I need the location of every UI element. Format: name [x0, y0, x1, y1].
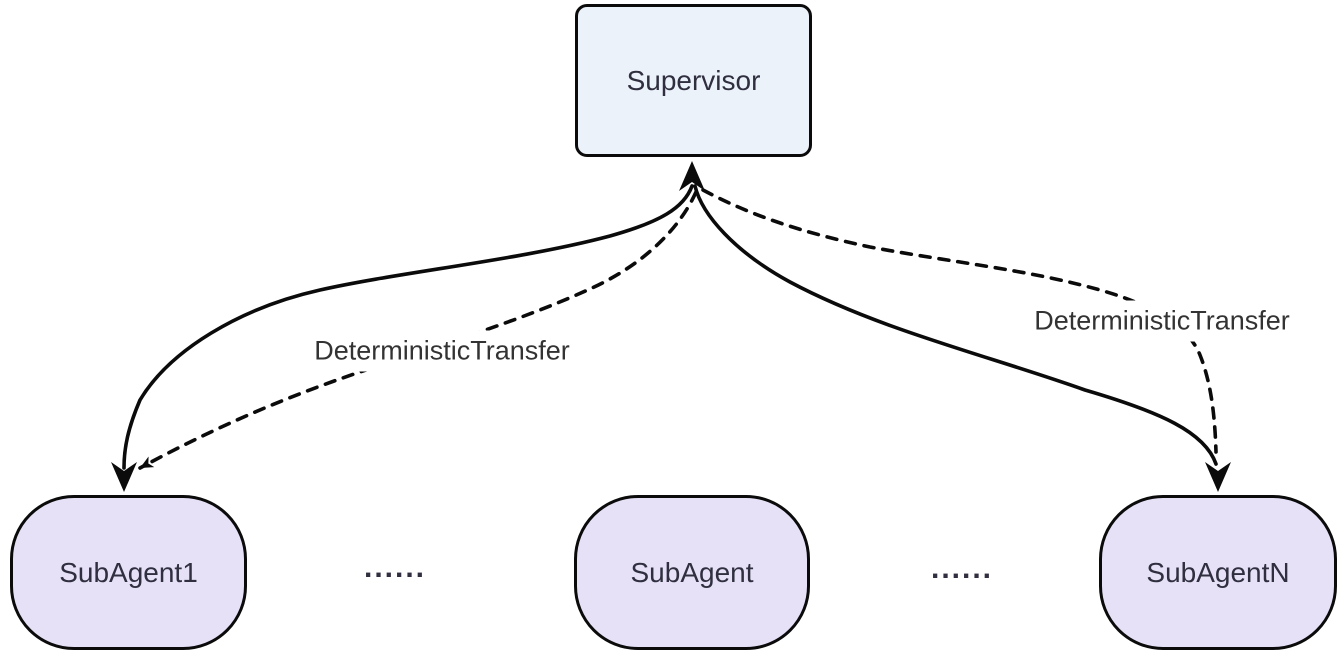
edge-solid-supervisor-subagentn	[693, 184, 1218, 466]
node-subagent1-label: SubAgent1	[59, 556, 198, 588]
node-subagent-middle: SubAgent	[574, 495, 810, 650]
node-supervisor-label: Supervisor	[626, 64, 761, 96]
arrowhead-into-subagent1	[111, 462, 137, 492]
ellipsis-right: ......	[930, 552, 994, 585]
arrowhead-into-supervisor	[679, 161, 705, 191]
node-subagentn: SubAgentN	[1099, 495, 1337, 650]
edge-solid-supervisor-subagent1	[122, 184, 694, 470]
edge-dashed-supervisor-subagentn	[701, 188, 1218, 454]
node-supervisor: Supervisor	[575, 4, 812, 157]
edge-label-deterministic-transfer-left: DeterministicTransfer	[306, 330, 578, 372]
node-subagent-middle-label: SubAgent	[630, 556, 754, 588]
node-subagent1: SubAgent1	[10, 495, 247, 650]
arrowhead-into-subagentn	[1205, 462, 1231, 492]
node-subagentn-label: SubAgentN	[1146, 556, 1290, 588]
ellipsis-left: ......	[363, 551, 427, 584]
edge-label-deterministic-transfer-right: DeterministicTransfer	[1026, 300, 1298, 342]
